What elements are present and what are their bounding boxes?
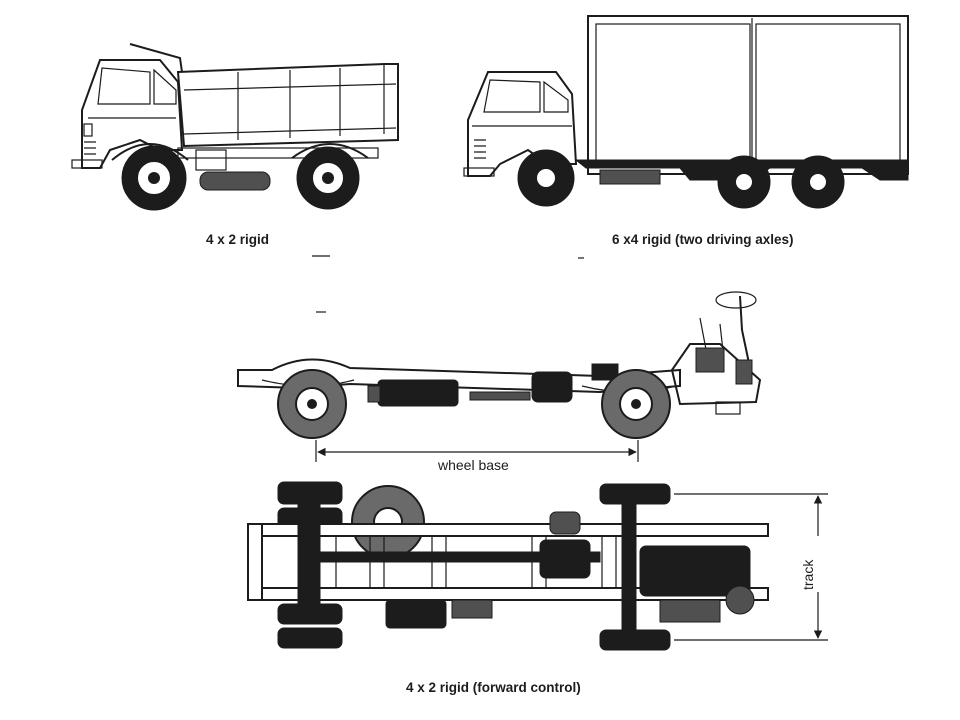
tipper-truck-drawing [71,43,399,211]
caption-4x2-forward-control: 4 x 2 rigid (forward control) [406,680,581,695]
chassis-plan-view [247,481,769,651]
track-dimension [674,493,828,641]
chassis-side-view [237,291,762,439]
track-label: track [800,559,816,590]
caption-6x4-rigid: 6 x4 rigid (two driving axles) [612,232,794,247]
wheel-base-label: wheel base [437,457,509,473]
caption-4x2-rigid: 4 x 2 rigid [206,232,269,247]
wheel-base-dimension [315,440,639,474]
box-truck-drawing [463,15,909,209]
